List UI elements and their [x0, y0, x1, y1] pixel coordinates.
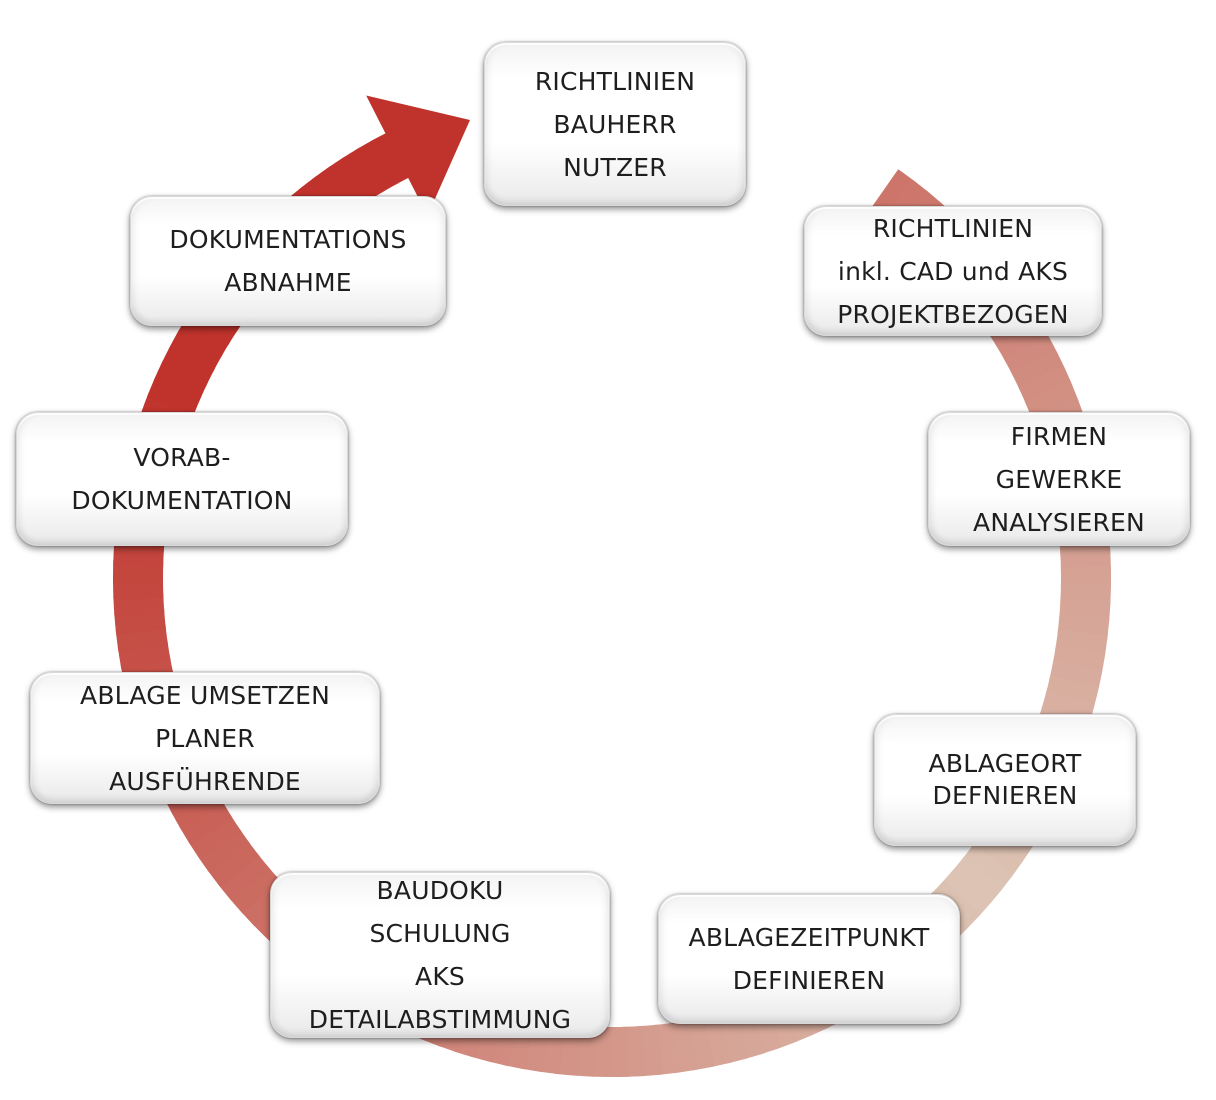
step-label-line: GEWERKE [995, 464, 1123, 494]
step-label-line: VORAB- [133, 443, 231, 472]
step-label-line: PLANER [155, 723, 255, 753]
step-label-line: RICHTLINIEN [534, 66, 696, 96]
step-richtlinien-projektbezogen: RICHTLINIEN inkl. CAD und AKS PROJEKTBEZ… [804, 206, 1102, 336]
step-label-line: inkl. CAD und AKS [837, 256, 1069, 286]
step-label-line: FIRMEN [1010, 421, 1108, 451]
step-firmen-gewerke-analysieren: FIRMEN GEWERKE ANALYSIEREN [928, 412, 1190, 546]
step-label-line: DOKUMENTATION [71, 486, 293, 515]
step-label-line: BAUHERR [553, 109, 677, 139]
step-label-line: AKS [415, 962, 465, 991]
step-label-line: RICHTLINIEN [872, 213, 1034, 243]
step-ablage-umsetzen: ABLAGE UMSETZEN PLANER AUSFÜHRENDE [30, 672, 380, 804]
step-vorab-dokumentation: VORAB- DOKUMENTATION [16, 412, 348, 546]
step-label-line: PROJEKTBEZOGEN [837, 299, 1069, 329]
step-label-line: ABLAGEZEITPUNKT [688, 923, 930, 952]
step-label-line: DOKUMENTATIONS [169, 225, 407, 254]
step-richtlinien-bauherr-nutzer: RICHTLINIEN BAUHERR NUTZER [484, 42, 746, 206]
step-baudoku-schulung: BAUDOKU SCHULUNG AKS DETAILABSTIMMUNG [270, 872, 610, 1038]
step-label-line: AUSFÜHRENDE [109, 766, 301, 796]
step-label-line: ANALYSIEREN [973, 507, 1145, 537]
step-label-line: DEFINIEREN [732, 966, 886, 995]
step-label-line: ABLAGE UMSETZEN [80, 680, 330, 710]
step-label-line: DEFNIEREN [932, 781, 1078, 810]
step-label-line: DETAILABSTIMMUNG [308, 1005, 572, 1034]
step-dokumentations-abnahme: DOKUMENTATIONS ABNAHME [130, 196, 446, 326]
step-ablagezeitpunkt-definieren: ABLAGEZEITPUNKT DEFINIEREN [658, 894, 960, 1024]
step-label-line: ABNAHME [224, 268, 352, 297]
step-ablageort-definieren: ABLAGEORT DEFNIEREN [874, 714, 1136, 846]
step-label-line: ABLAGEORT [928, 749, 1082, 778]
cycle-arrow-head [366, 95, 470, 216]
step-label-line: BAUDOKU [376, 876, 504, 905]
step-label-line: NUTZER [563, 152, 667, 182]
step-label-line: SCHULUNG [369, 919, 511, 948]
